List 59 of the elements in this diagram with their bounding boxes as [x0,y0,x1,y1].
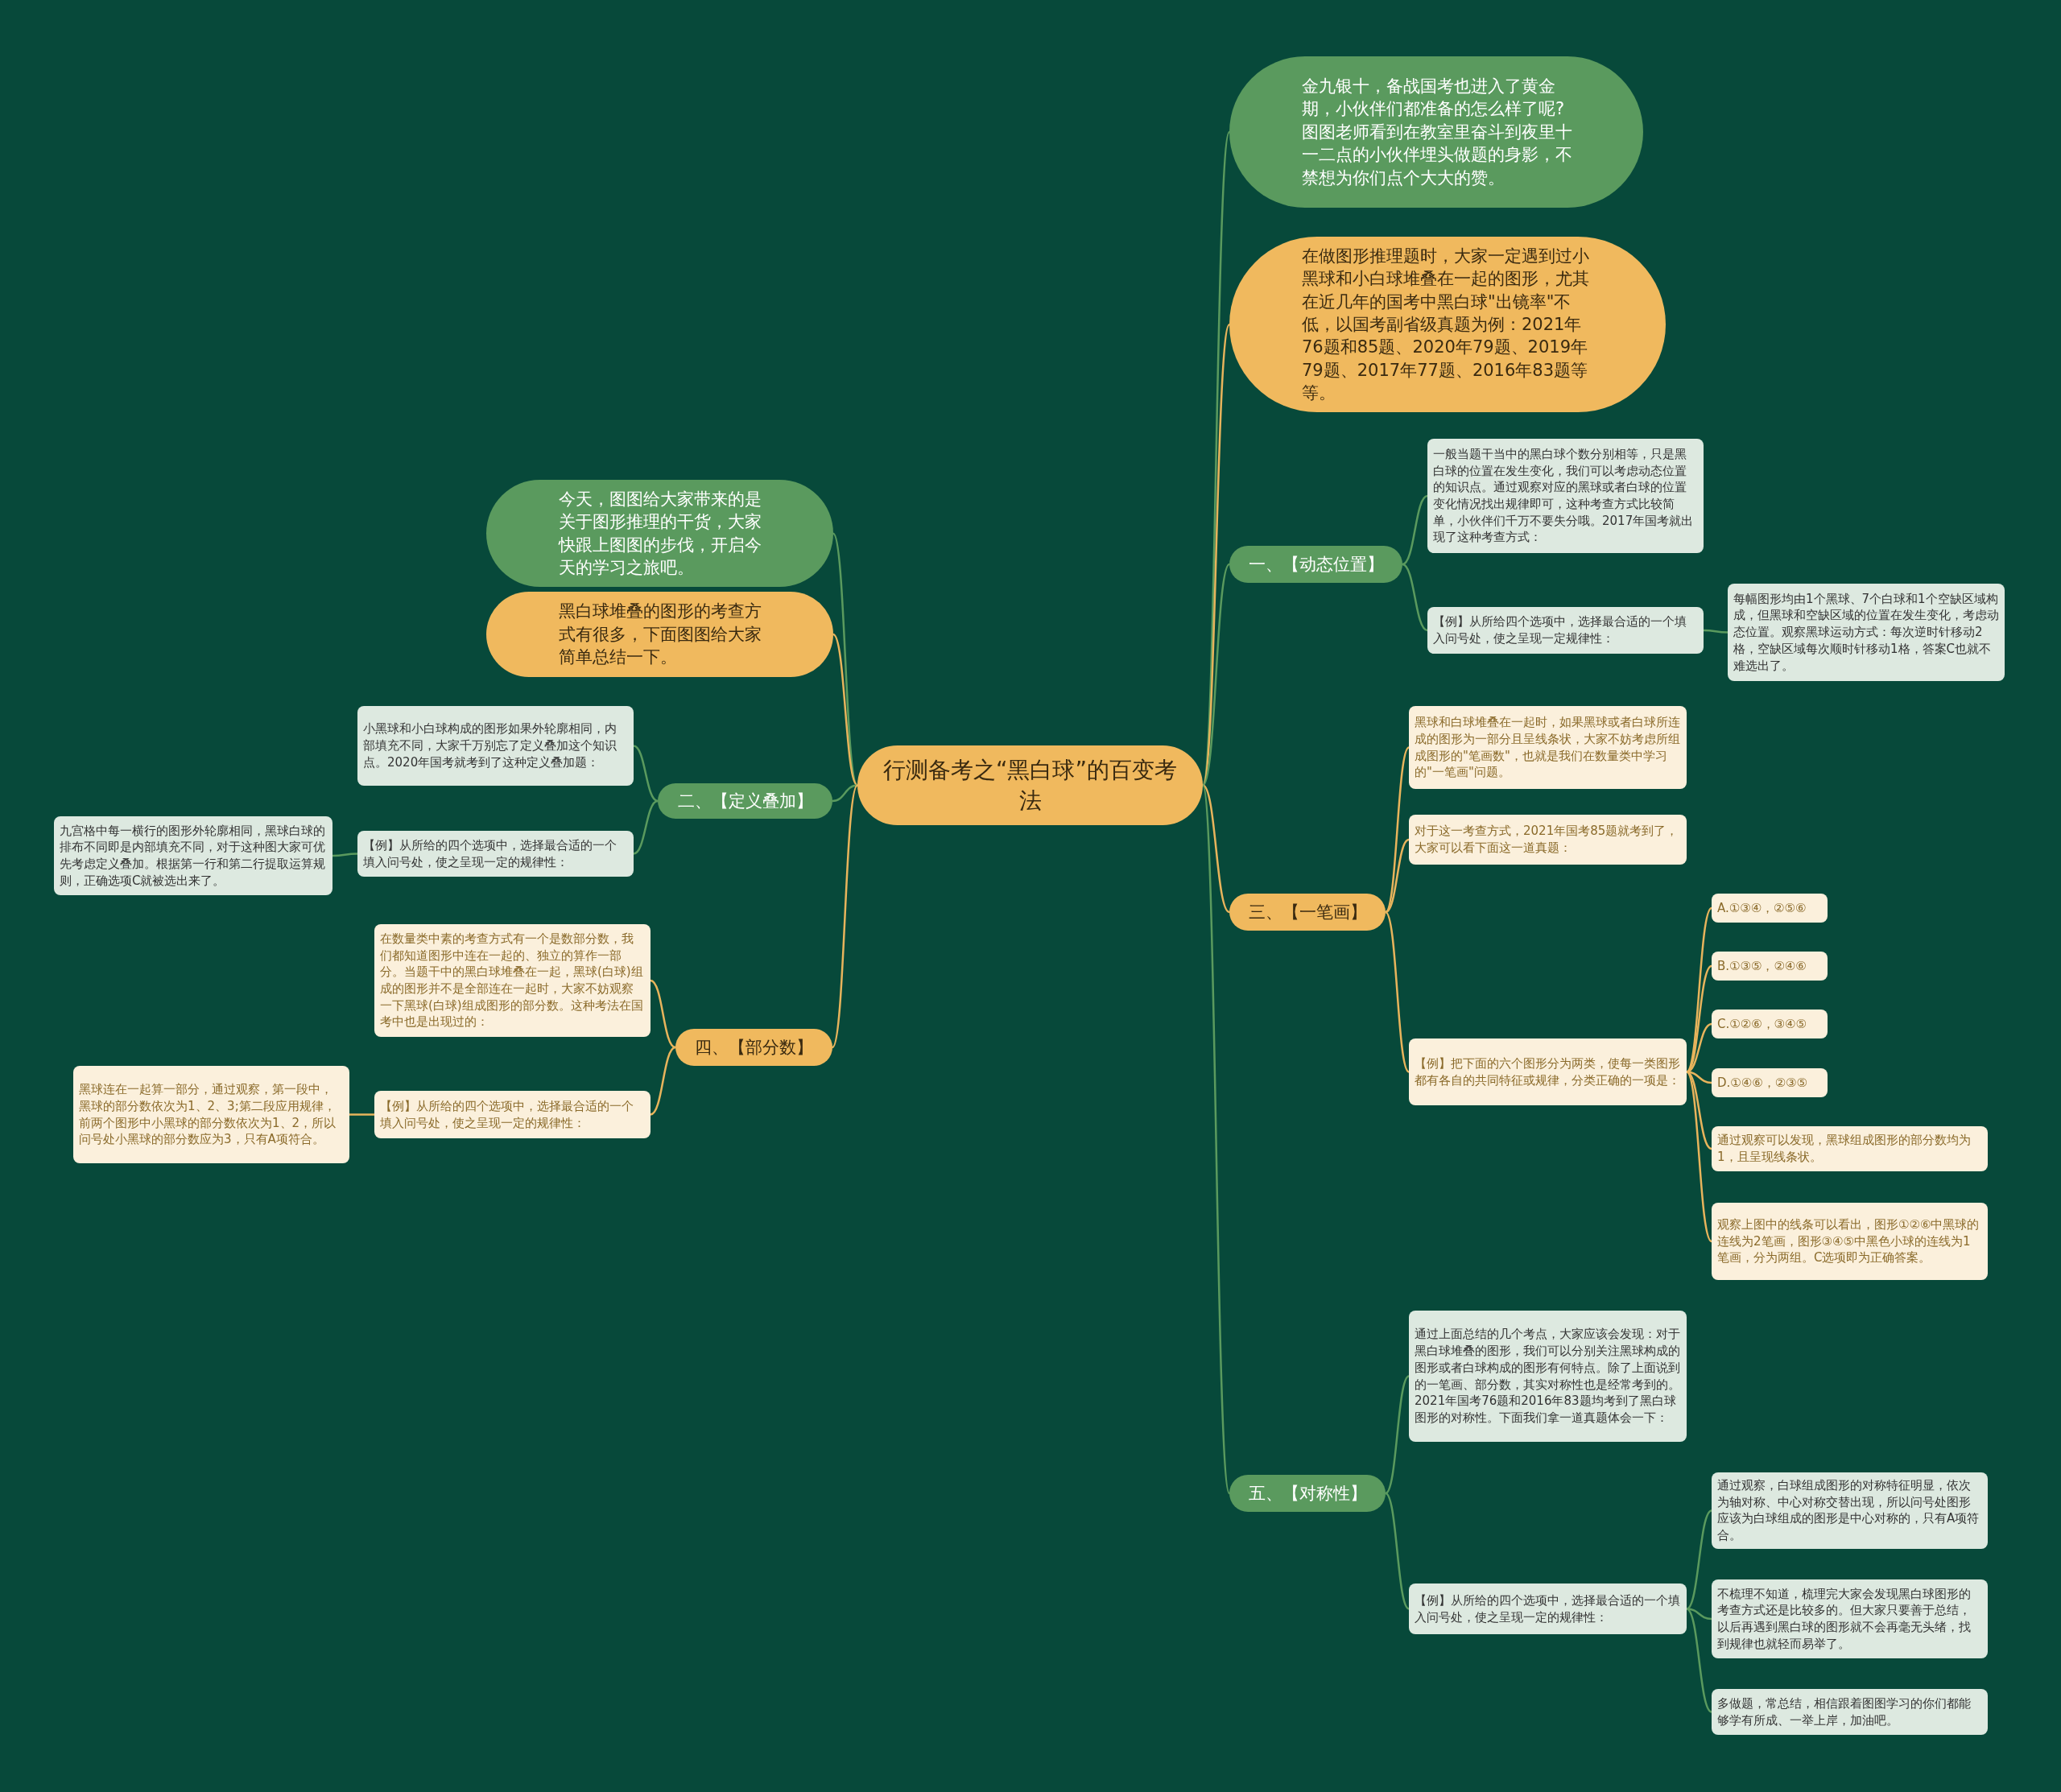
branch-label: 五、【对称性】 [1229,1475,1386,1512]
connector-line [633,745,659,803]
connector-line [1201,324,1231,786]
note-box: 通过观察，白球组成图形的对称特征明显，依次为轴对称、中心对称交替出现，所以问号处图形应该为白球组成的图形是中心对称的，只有A项符合。 [1712,1472,1988,1549]
connector-line [650,1046,676,1116]
connector-line [1686,965,1712,1073]
note-box: 观察上图中的线条可以看出，图形①②⑥中黑球的连线为2笔画，图形③④⑤中黑色小球的连线为1笔画，分为两组。C选项即为正确答案。 [1712,1203,1988,1280]
connector-line [1385,1375,1410,1494]
connector-line [1686,1608,1712,1713]
connector-line [1686,1509,1712,1610]
connector-line [1385,746,1410,913]
note-box: 对于这一考查方式，2021年国考85题就考到了，大家可以看下面这一道真题： [1409,815,1687,865]
note-box: 【例】从所给四个选项中，选择最合适的一个填入问号处，使之呈现一定规律性： [1427,607,1704,654]
topic-bubble: 今天，图图给大家带来的是关于图形推理的干货，大家快跟上图图的步伐，开启今天的学习之旅吧。 [486,480,833,588]
note-box: 黑球连在一起算一部分，通过观察，第一段中，黑球的部分数依次为1、2、3;第二段应用规律，前两个图形中小黑球的部分数依次为1、2，所以问号处小黑球的部分数应为3，只有A项符合。 [73,1066,349,1163]
note-box: D.①④⑥，②③⑤ [1712,1068,1828,1097]
connector-line [1704,629,1728,634]
note-box: 通过上面总结的几个考点，大家应该会发现：对于黑白球堆叠的图形，我们可以分别关注黑球构成的图形或者白球构成的图形有何特点。除了上面说到的一笔画、部分数，其实对称性也是经常考到的。2021年国考76题和2016年83题均考到了黑白球图形的对称性。下面我们拿一道真题体会一下： [1409,1311,1687,1442]
note-box: 不梳理不知道，梳理完大家会发现黑白球图形的考查方式还是比较多的。但大家只要善于总结，以后再遇到黑白球的图形就不会再毫无头绪，找到规律也就轻而易举了。 [1712,1579,1988,1658]
connector-line [1201,785,1231,1494]
note-box: 多做题，常总结，相信跟着图图学习的你们都能够学有所成、一举上岸，加油吧。 [1712,1689,1988,1735]
branch-label: 三、【一笔画】 [1229,894,1386,931]
connector-line [1201,564,1231,787]
branch-label: 四、【部分数】 [675,1029,832,1066]
note-box: B.①③⑤，②④⑥ [1712,952,1828,981]
branch-label: 一、【动态位置】 [1229,546,1402,583]
connector-line [832,634,858,787]
note-box: 九宫格中每一横行的图形外轮廓相同，黑球白球的排布不同即是内部填充不同，对于这种图大家可优先考虑定义叠加。根据第一行和第二行提取运算规则，正确选项C就被选出来了。 [54,816,332,895]
connector-line [1686,1071,1712,1242]
connector-line [1385,1493,1410,1610]
connector-line [831,784,859,1048]
note-box: 通过观察可以发现，黑球组成图形的部分数均为1，且呈现线条状。 [1712,1126,1988,1171]
note-box: 每幅图形均由1个黑球、7个白球和1个空缺区域构成，但黑球和空缺区域的位置在发生变化，考虑动态位置。观察黑球运动方式：每次逆时针移动2格，空缺区域每次顺时针移动1格，答案C也就不难选出了。 [1728,584,2005,681]
note-box: 在数量类中素的考查方式有一个是数部分数，我们都知道图形中连在一起的、独立的算作一部分。当题干中的黑白球堆叠在一起，黑球(白球)组成的图形并不是全部连在一起时，大家不妨观察一下黑球(白球)组成图形的部分数。这种考法在国考中也是出现过的： [374,924,651,1037]
connector-line [1385,911,1410,1073]
connector-line [349,1113,374,1116]
connector-line [1385,838,1410,914]
connector-line [1686,1071,1712,1150]
connector-line [832,784,858,803]
topic-bubble: 金九银十，备战国考也进入了黄金期，小伙伴们都准备的怎么样了呢?图图老师看到在教室里奋斗到夜里十一二点的小伙伴埋头做题的身影，不禁想为你们点个大大的赞。 [1229,56,1643,208]
connector-line [332,853,357,857]
connector-line [1202,784,1230,913]
topic-bubble: 黑白球堆叠的图形的考查方式有很多，下面图图给大家简单总结一下。 [486,592,833,677]
connector-line [633,799,659,855]
note-box: 【例】从所给的四个选项中，选择最合适的一个填入问号处，使之呈现一定的规律性： [357,831,634,877]
note-box: 小黑球和小白球构成的图形如果外轮廓相同，内部填充不同，大家千万别忘了定义叠加这个知识点。2020年国考就考到了这种定义叠加题： [357,706,634,786]
topic-bubble: 在做图形推理题时，大家一定遇到过小黑球和小白球堆叠在一起的图形，尤其在近几年的国考中黑白球"出镜率"不低，以国考副省级真题为例：2021年76题和85题、2020年79题、2019年79题、2017年77题、2016年83题等等。 [1229,237,1666,413]
connector-line [1402,494,1428,566]
note-box: 【例】从所给的四个选项中，选择最合适的一个填入问号处，使之呈现一定的规律性： [374,1091,651,1138]
branch-label: 二、【定义叠加】 [658,783,832,819]
note-box: A.①③④，②⑤⑥ [1712,894,1828,923]
connector-line [650,979,676,1049]
central-topic: 行测备考之“黑白球”的百变考法 [857,745,1203,825]
note-box: 【例】把下面的六个图形分为两类，使每一类图形都有各自的共同特征或规律，分类正确的一项是： [1409,1038,1687,1105]
note-box: 黑球和白球堆叠在一起时，如果黑球或者白球所连成的图形为一部分且呈线条状，大家不妨考虑所组成图形的"笔画数"，也就是我们在数量类中学习的"一笔画"问题。 [1409,706,1687,789]
connector-line [1402,563,1428,632]
note-box: 一般当题干当中的黑白球个数分别相等，只是黑白球的位置在发生变化，我们可以考虑动态位置的知识点。通过观察对应的黑球或者白球的位置变化情况找出规律即可，这种考查方式比较简单，小伙伴们千万不要失分哦。2017年国考就出现了这种考查方式： [1427,439,1704,553]
note-box: 【例】从所给的四个选项中，选择最合适的一个填入问号处，使之呈现一定的规律性： [1409,1583,1687,1634]
note-box: C.①②⑥，③④⑤ [1712,1010,1828,1038]
